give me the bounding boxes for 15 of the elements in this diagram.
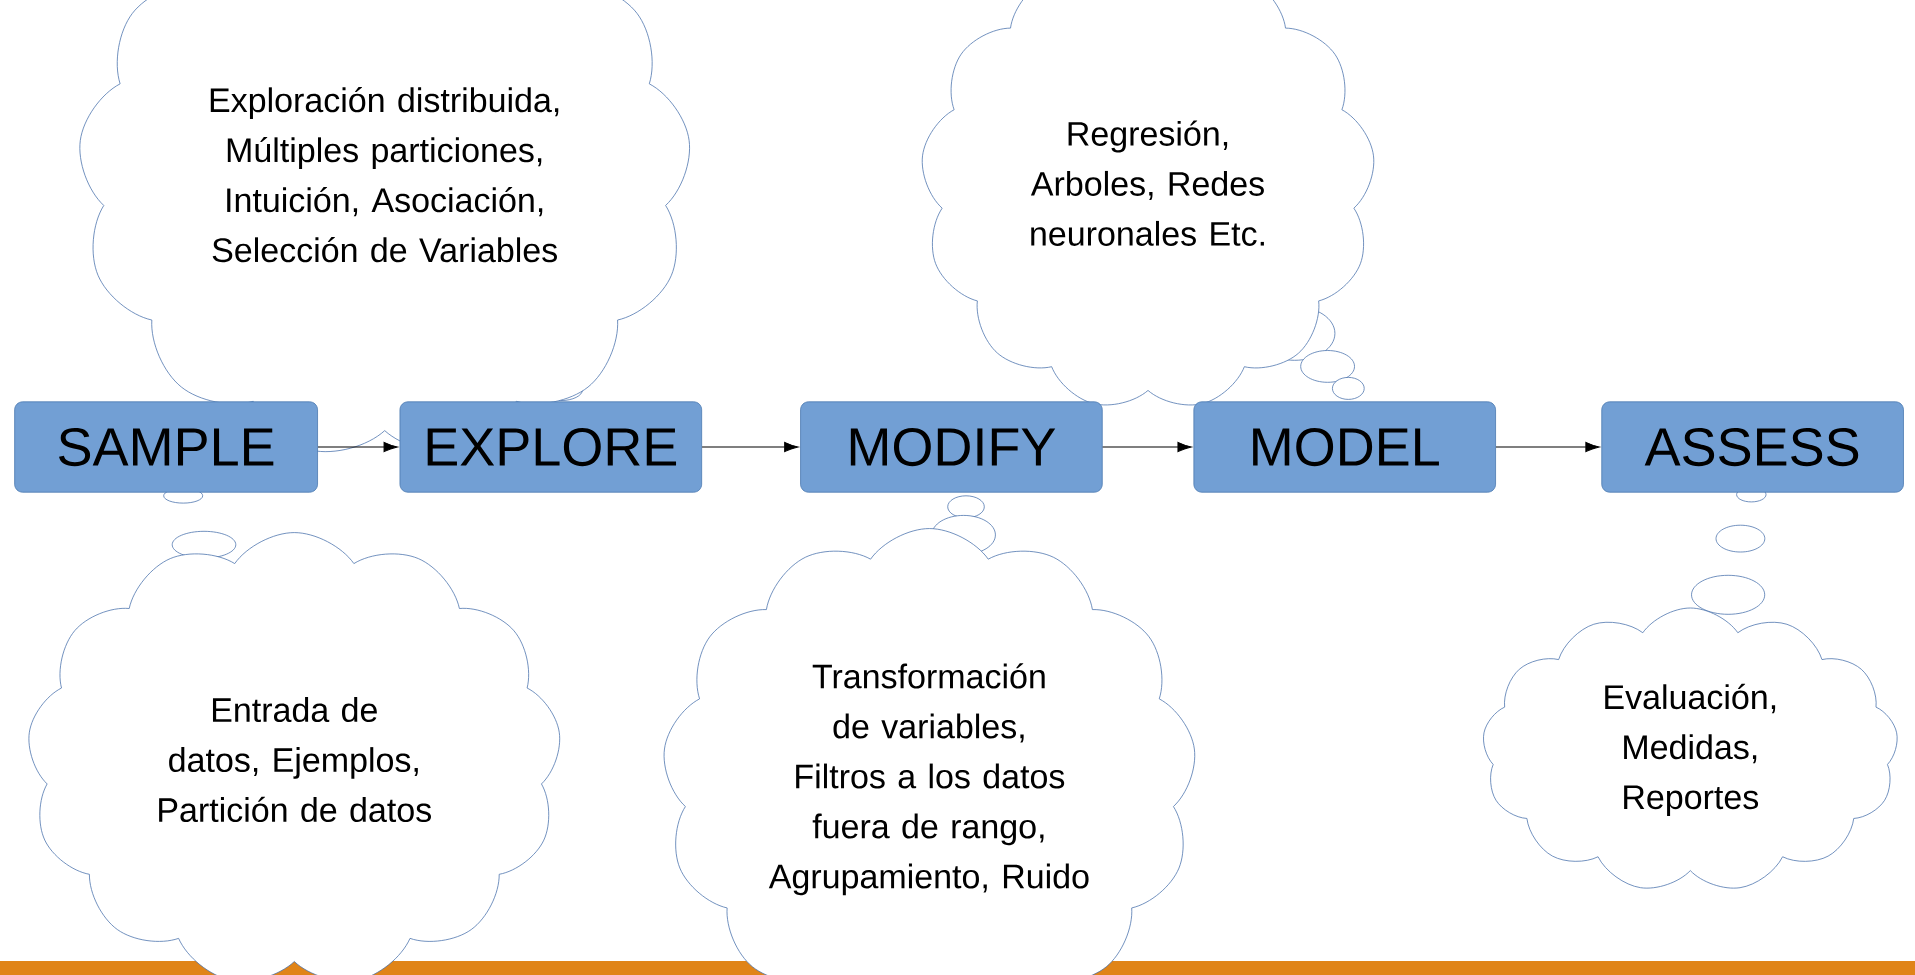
thought-cloud: Regresión, Arboles, Redes neuronales Etc. <box>921 0 1375 406</box>
arrow <box>317 441 398 453</box>
arrow <box>1495 441 1600 453</box>
process-box: MODEL <box>1193 401 1496 493</box>
process-box: EXPLORE <box>399 401 703 493</box>
thought-cloud: Entrada de datos, Ejemplos, Partición de datos <box>28 532 561 975</box>
thought-cloud: Transformación de variables, Filtros a los datos fuera de rango, Agrupamiento, Ruido <box>663 528 1196 975</box>
process-box: ASSESS <box>1601 401 1904 493</box>
thought-cloud: Evaluación, Medidas, Reportes <box>1483 607 1898 889</box>
arrow <box>1102 441 1192 453</box>
node-label: Entrada de datos, Ejemplos, Partición de datos <box>159 697 431 823</box>
process-box: SAMPLE <box>14 401 318 493</box>
arrow <box>701 441 799 453</box>
process-box: MODIFY <box>800 401 1103 493</box>
node-label: Transformación de variables, Filtros a los datos fuera de rango, Agrupamiento, Ruido <box>768 663 1089 896</box>
